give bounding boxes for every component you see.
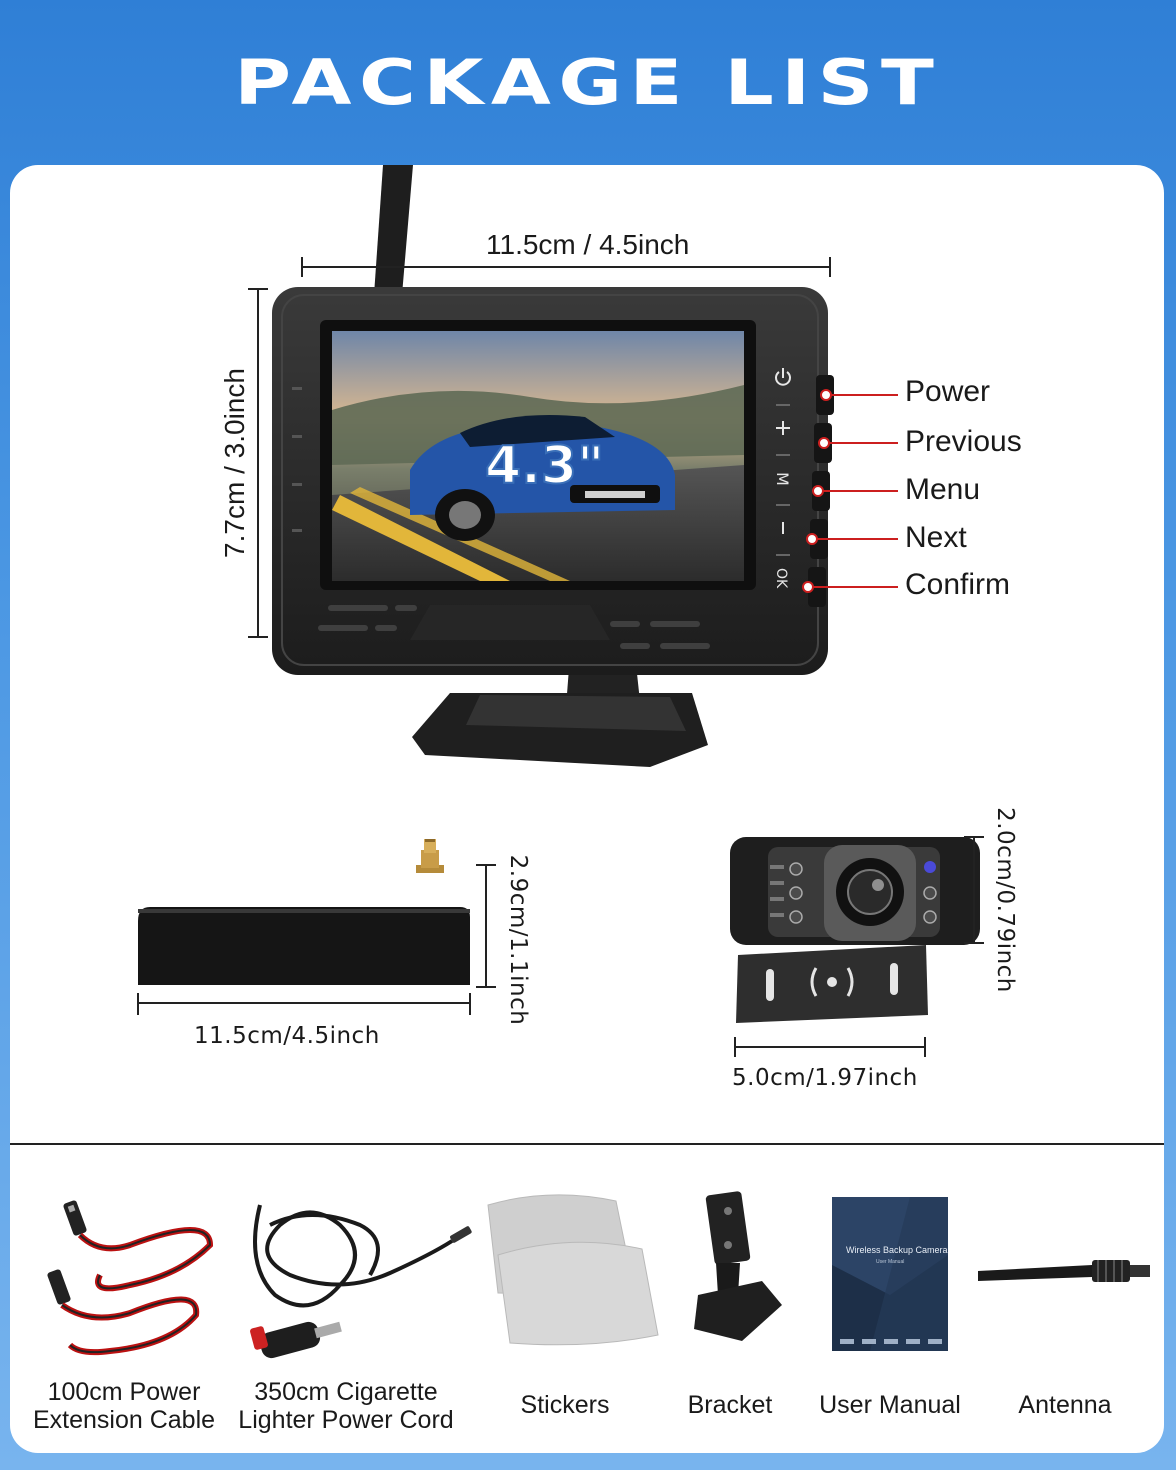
cigarette-lighter-plug: [250, 1321, 342, 1359]
page-header: PACKAGE LIST: [0, 0, 1176, 165]
camera-height-label: 2.0cm/0.79inch: [992, 807, 1018, 993]
button-label-confirm: Confirm: [905, 568, 1011, 601]
screen-car: [410, 415, 675, 541]
screen-size-badge: 4.3": [485, 436, 604, 496]
bezel-glyphs: [775, 368, 791, 534]
cigarette-lighter-cord-item: [253, 1204, 454, 1308]
antenna-item: [978, 1260, 1150, 1282]
section-divider: [10, 1143, 1164, 1145]
camera-illustration: [730, 836, 984, 1057]
button-label-power: Power: [905, 375, 991, 408]
receiver-height-label: 2.9cm/1.1inch: [505, 854, 531, 1026]
svg-text:OK: OK: [773, 568, 789, 589]
bracket-item: [694, 1191, 782, 1341]
button-label-next: Next: [905, 521, 967, 554]
user-manual-item: Wireless Backup Camera User Manual: [832, 1197, 948, 1351]
extension-cable-item: [47, 1200, 214, 1356]
manual-cover-subtitle: User Manual: [876, 1259, 904, 1265]
page-title: PACKAGE LIST: [234, 46, 942, 119]
camera-width-label: 5.0cm/1.97inch: [732, 1065, 918, 1091]
receiver-body: [138, 907, 470, 985]
monitor-illustration: 4.3" M OK: [137, 165, 984, 1057]
accessory-label-extension-cable: 100cm Power Extension Cable: [32, 1378, 216, 1434]
package-card: 4.3" M OK: [10, 165, 1164, 1453]
button-label-previous: Previous: [905, 425, 1022, 458]
receiver-illustration: [137, 839, 496, 1015]
accessory-label-lighter-cord: 350cm Cigarette Lighter Power Cord: [238, 1378, 454, 1434]
monitor-height-label: 7.7cm / 3.0inch: [219, 368, 250, 558]
receiver-width-label: 11.5cm/4.5inch: [194, 1023, 380, 1049]
button-callouts: [802, 389, 898, 593]
svg-text:M: M: [773, 472, 792, 486]
antenna-rod: [374, 165, 413, 295]
manual-cover-title: Wireless Backup Camera: [846, 1245, 948, 1255]
accessory-label-bracket: Bracket: [687, 1391, 773, 1419]
accessory-label-antenna: Antenna: [1018, 1391, 1112, 1419]
button-label-menu: Menu: [905, 473, 981, 506]
accessories-illustrations: Wireless Backup Camera User Manual: [47, 1191, 1150, 1359]
monitor-dimension-lines: [248, 257, 831, 638]
accessory-label-stickers: Stickers: [520, 1391, 610, 1419]
stickers-item: [487, 1194, 659, 1346]
monitor-width-label: 11.5cm / 4.5inch: [486, 229, 690, 260]
accessory-label-user-manual: User Manual: [819, 1391, 961, 1419]
